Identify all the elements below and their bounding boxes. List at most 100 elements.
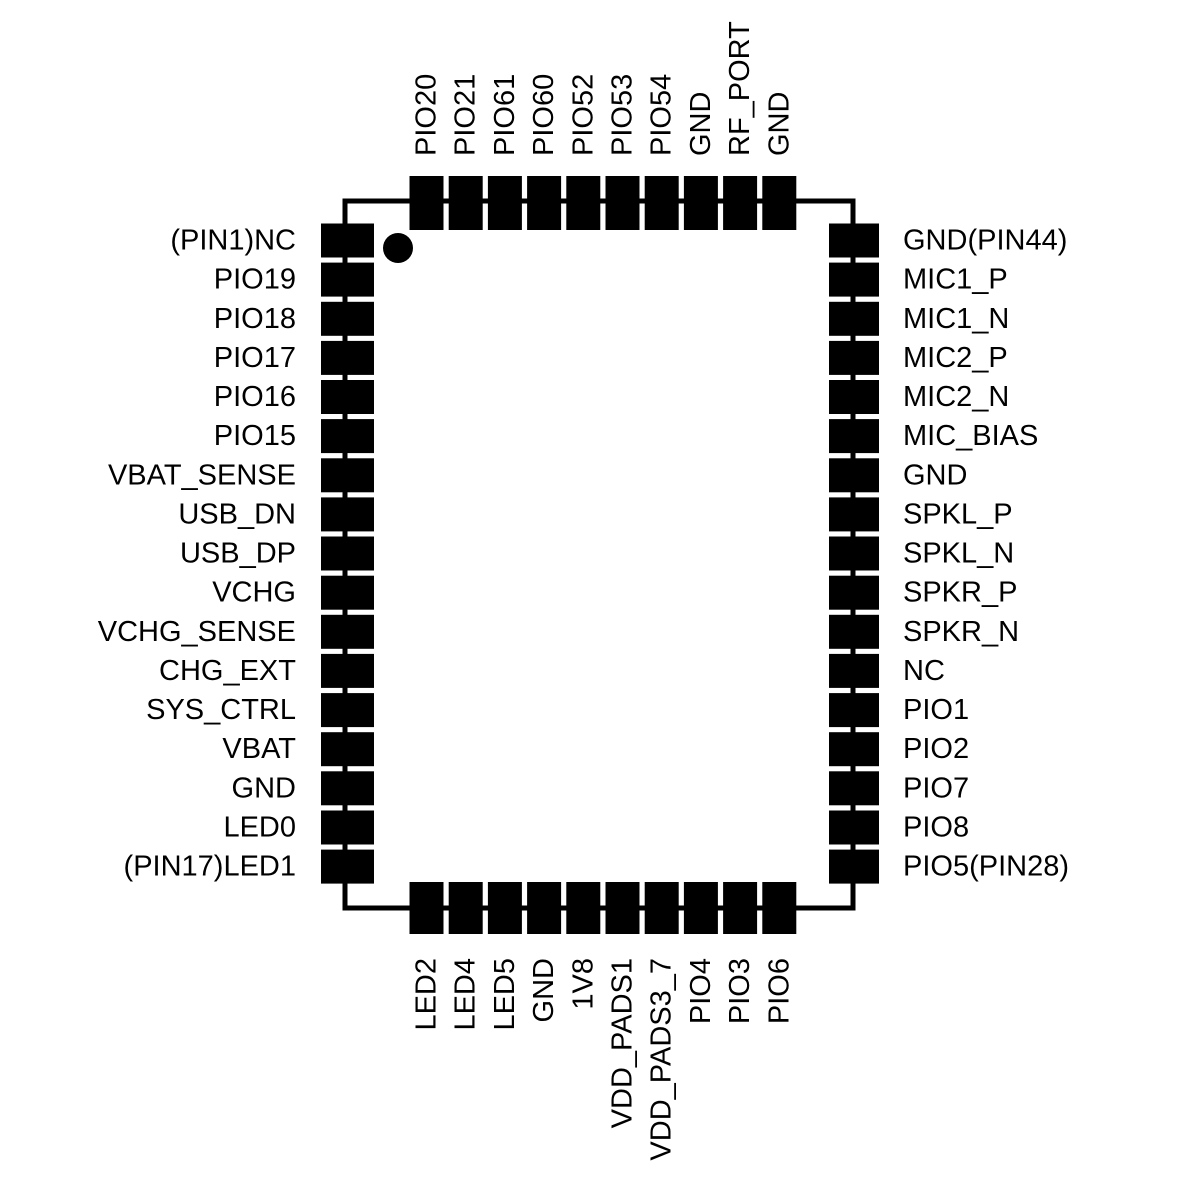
top-pin-label-7: PIO54 — [646, 74, 678, 156]
bottom-pin-pad-6-vdd-pads1 — [605, 882, 640, 934]
top-pin-label-4: PIO60 — [528, 74, 560, 156]
left-pin-label-16: LED0 — [223, 812, 296, 844]
top-pin-label-3: PIO61 — [489, 74, 521, 156]
right-pin-label-10: SPKR_P — [903, 577, 1017, 609]
bottom-pin-label-9: PIO3 — [724, 958, 756, 1024]
top-pin-pad-5-pio52 — [566, 176, 601, 230]
right-pin-label-11: SPKR_N — [903, 616, 1019, 648]
left-pin-pad-7-vbat-sense — [321, 458, 374, 493]
left-pin-pad-2-pio19 — [321, 262, 374, 297]
right-pin-pad-10-spkr-p — [829, 575, 879, 610]
left-pin-pad-15-gnd — [321, 771, 374, 806]
bottom-pin-label-5: 1V8 — [567, 958, 599, 1010]
right-pin-pad-7-gnd — [829, 458, 879, 493]
right-pin-pad-8-spkl-p — [829, 497, 879, 532]
left-pin-pad-11-vchg-sense — [321, 614, 374, 649]
left-pin-label-4: PIO17 — [214, 342, 296, 374]
right-pin-label-13: PIO1 — [903, 694, 969, 726]
right-pin-label-2: MIC1_P — [903, 264, 1008, 296]
right-pin-pad-3-mic1-n — [829, 301, 879, 336]
right-pin-pad-5-mic2-n — [829, 380, 879, 414]
right-pin-label-17: PIO5(PIN28) — [903, 851, 1069, 883]
bottom-pin-pad-7-vdd-pads3-7 — [644, 882, 679, 934]
bottom-pin-pad-10-pio6 — [762, 882, 797, 934]
top-pin-label-1: PIO20 — [411, 74, 443, 156]
left-pin-label-6: PIO15 — [214, 420, 296, 452]
left-pin-label-10: VCHG — [212, 577, 296, 609]
right-pin-pad-15-pio7 — [829, 771, 879, 806]
bottom-pin-pad-5-1v8 — [566, 882, 601, 934]
top-pin-pad-9-rf-port — [723, 176, 758, 230]
right-pin-label-9: SPKL_N — [903, 538, 1014, 570]
top-pin-label-6: PIO53 — [607, 74, 639, 156]
right-pin-pad-13-pio1 — [829, 693, 879, 728]
right-pin-pad-12-nc — [829, 653, 879, 688]
right-pin-label-7: GND — [903, 459, 967, 491]
left-pin-label-11: VCHG_SENSE — [98, 616, 296, 648]
bottom-pin-pad-8-pio4 — [683, 882, 718, 934]
left-pin-pad-12-chg-ext — [321, 653, 374, 688]
left-pin-label-2: PIO19 — [214, 264, 296, 296]
left-pin-pad-16-led0 — [321, 810, 374, 845]
top-pin-pad-6-pio53 — [605, 176, 640, 230]
top-pin-pad-4-pio60 — [527, 176, 562, 230]
bottom-pin-pad-4-gnd — [527, 882, 562, 934]
right-pin-label-15: PIO7 — [903, 772, 969, 804]
bottom-pin-label-4: GND — [528, 958, 560, 1022]
left-pin-pad-3-pio18 — [321, 301, 374, 336]
bottom-pin-pad-2-led4 — [448, 882, 483, 934]
right-pin-pad-11-spkr-n — [829, 614, 879, 649]
top-pin-label-9: RF_PORT — [724, 21, 756, 156]
left-pin-pad-9-usb-dp — [321, 536, 374, 571]
right-pin-label-1: GND(PIN44) — [903, 225, 1067, 257]
right-pin-label-14: PIO2 — [903, 733, 969, 765]
right-pin-row: GND(PIN44)MIC1_PMIC1_NMIC2_PMIC2_NMIC_BI… — [829, 223, 1069, 884]
bottom-pin-label-8: PIO4 — [685, 958, 717, 1024]
left-pin-label-12: CHG_EXT — [159, 655, 296, 687]
top-pin-pad-2-pio21 — [448, 176, 483, 230]
bottom-pin-label-6: VDD_PADS1 — [607, 958, 639, 1128]
top-pin-pad-10-gnd — [762, 176, 797, 230]
top-pin-label-5: PIO52 — [567, 74, 599, 156]
bottom-pin-pad-1-led2 — [409, 882, 444, 934]
right-pin-pad-6-mic-bias — [829, 419, 879, 454]
right-pin-label-12: NC — [903, 655, 945, 687]
right-pin-label-5: MIC2_N — [903, 381, 1009, 413]
left-pin-label-13: SYS_CTRL — [146, 694, 296, 726]
bottom-pin-label-7: VDD_PADS3_7 — [646, 958, 678, 1161]
bottom-pin-label-3: LED5 — [489, 958, 521, 1031]
left-pin-pad-13-sys-ctrl — [321, 693, 374, 728]
left-pin-pad-10-vchg — [321, 575, 374, 610]
bottom-pin-pad-9-pio3 — [723, 882, 758, 934]
left-pin-label-14: VBAT — [222, 733, 296, 765]
bottom-pin-label-1: LED2 — [411, 958, 443, 1031]
right-pin-pad-14-pio2 — [829, 732, 879, 767]
right-pin-label-8: SPKL_P — [903, 498, 1013, 530]
left-pin-label-5: PIO16 — [214, 381, 296, 413]
left-pin-pad-5-pio16 — [321, 380, 374, 414]
bottom-pin-pad-3-led5 — [487, 882, 522, 934]
right-pin-pad-9-spkl-n — [829, 536, 879, 571]
bottom-pin-label-2: LED4 — [450, 958, 482, 1031]
pin1-orientation-dot — [383, 233, 413, 263]
left-pin-label-1: (PIN1)NC — [170, 225, 296, 257]
left-pin-pad-14-vbat — [321, 732, 374, 767]
left-pin-label-3: PIO18 — [214, 303, 296, 335]
top-pin-pad-7-pio54 — [644, 176, 679, 230]
right-pin-pad-17-pio5-pin28 — [829, 849, 879, 884]
left-pin-row: (PIN1)NCPIO19PIO18PIO17PIO16PIO15VBAT_SE… — [98, 223, 374, 884]
left-pin-label-9: USB_DP — [180, 538, 296, 570]
top-pin-pad-3-pio61 — [487, 176, 522, 230]
right-pin-label-6: MIC_BIAS — [903, 420, 1038, 452]
left-pin-pad-8-usb-dn — [321, 497, 374, 532]
right-pin-label-16: PIO8 — [903, 812, 969, 844]
top-pin-label-2: PIO21 — [450, 74, 482, 156]
right-pin-label-3: MIC1_N — [903, 303, 1009, 335]
top-pin-label-8: GND — [685, 92, 717, 156]
top-pin-pad-8-gnd — [683, 176, 718, 230]
left-pin-label-15: GND — [232, 772, 296, 804]
right-pin-pad-2-mic1-p — [829, 262, 879, 297]
